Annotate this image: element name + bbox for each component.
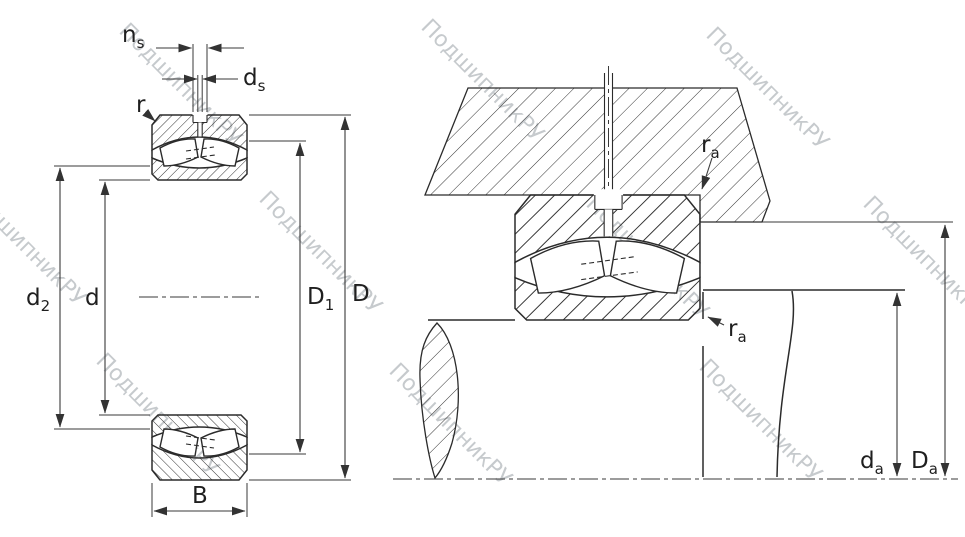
dimension-ra-bottom: ra (707, 316, 747, 346)
watermarks: ПодшипникРУ ПодшипникРУ ПодшипникРУ Подш… (0, 15, 965, 492)
label-d2: d2 (26, 285, 50, 315)
label-Da: Da (911, 448, 938, 478)
dimension-r: r (136, 92, 156, 122)
label-D: D (352, 281, 370, 307)
dimension-B: B (151, 483, 248, 517)
watermark-text: ПодшипникРУ (694, 355, 827, 488)
label-r: r (136, 92, 146, 118)
label-ns: ns (122, 22, 145, 52)
shaft-broken-section (419, 322, 459, 480)
dimension-ds: ds (162, 65, 266, 112)
label-da: da (860, 448, 884, 478)
label-ra-top: ra (701, 132, 720, 162)
dimension-Da: Da (762, 221, 953, 478)
label-ra-bottom: ra (728, 316, 747, 346)
label-B: B (192, 483, 208, 509)
left-view: ns ds r d2 d (26, 22, 370, 517)
dimension-d2: d2 (26, 165, 150, 430)
shaft (419, 290, 905, 480)
dimension-ra-top: ra (701, 132, 720, 190)
housing-lube-channel (605, 66, 613, 214)
mounted-bearing-section (515, 189, 700, 320)
label-D1: D1 (307, 284, 334, 314)
dimension-D1: D1 (249, 140, 334, 455)
watermark-text: ПодшипникРУ (0, 179, 91, 312)
bearing-upper-section (152, 112, 247, 180)
right-view: ra ra da Da (393, 66, 958, 480)
watermark-text: ПодшипникРУ (858, 192, 965, 325)
label-d: d (85, 285, 100, 311)
label-ds: ds (243, 65, 266, 95)
dimension-D: D (249, 114, 370, 481)
dimension-da: da (860, 292, 902, 478)
dimension-d: d (85, 179, 150, 416)
housing-section (424, 87, 771, 223)
